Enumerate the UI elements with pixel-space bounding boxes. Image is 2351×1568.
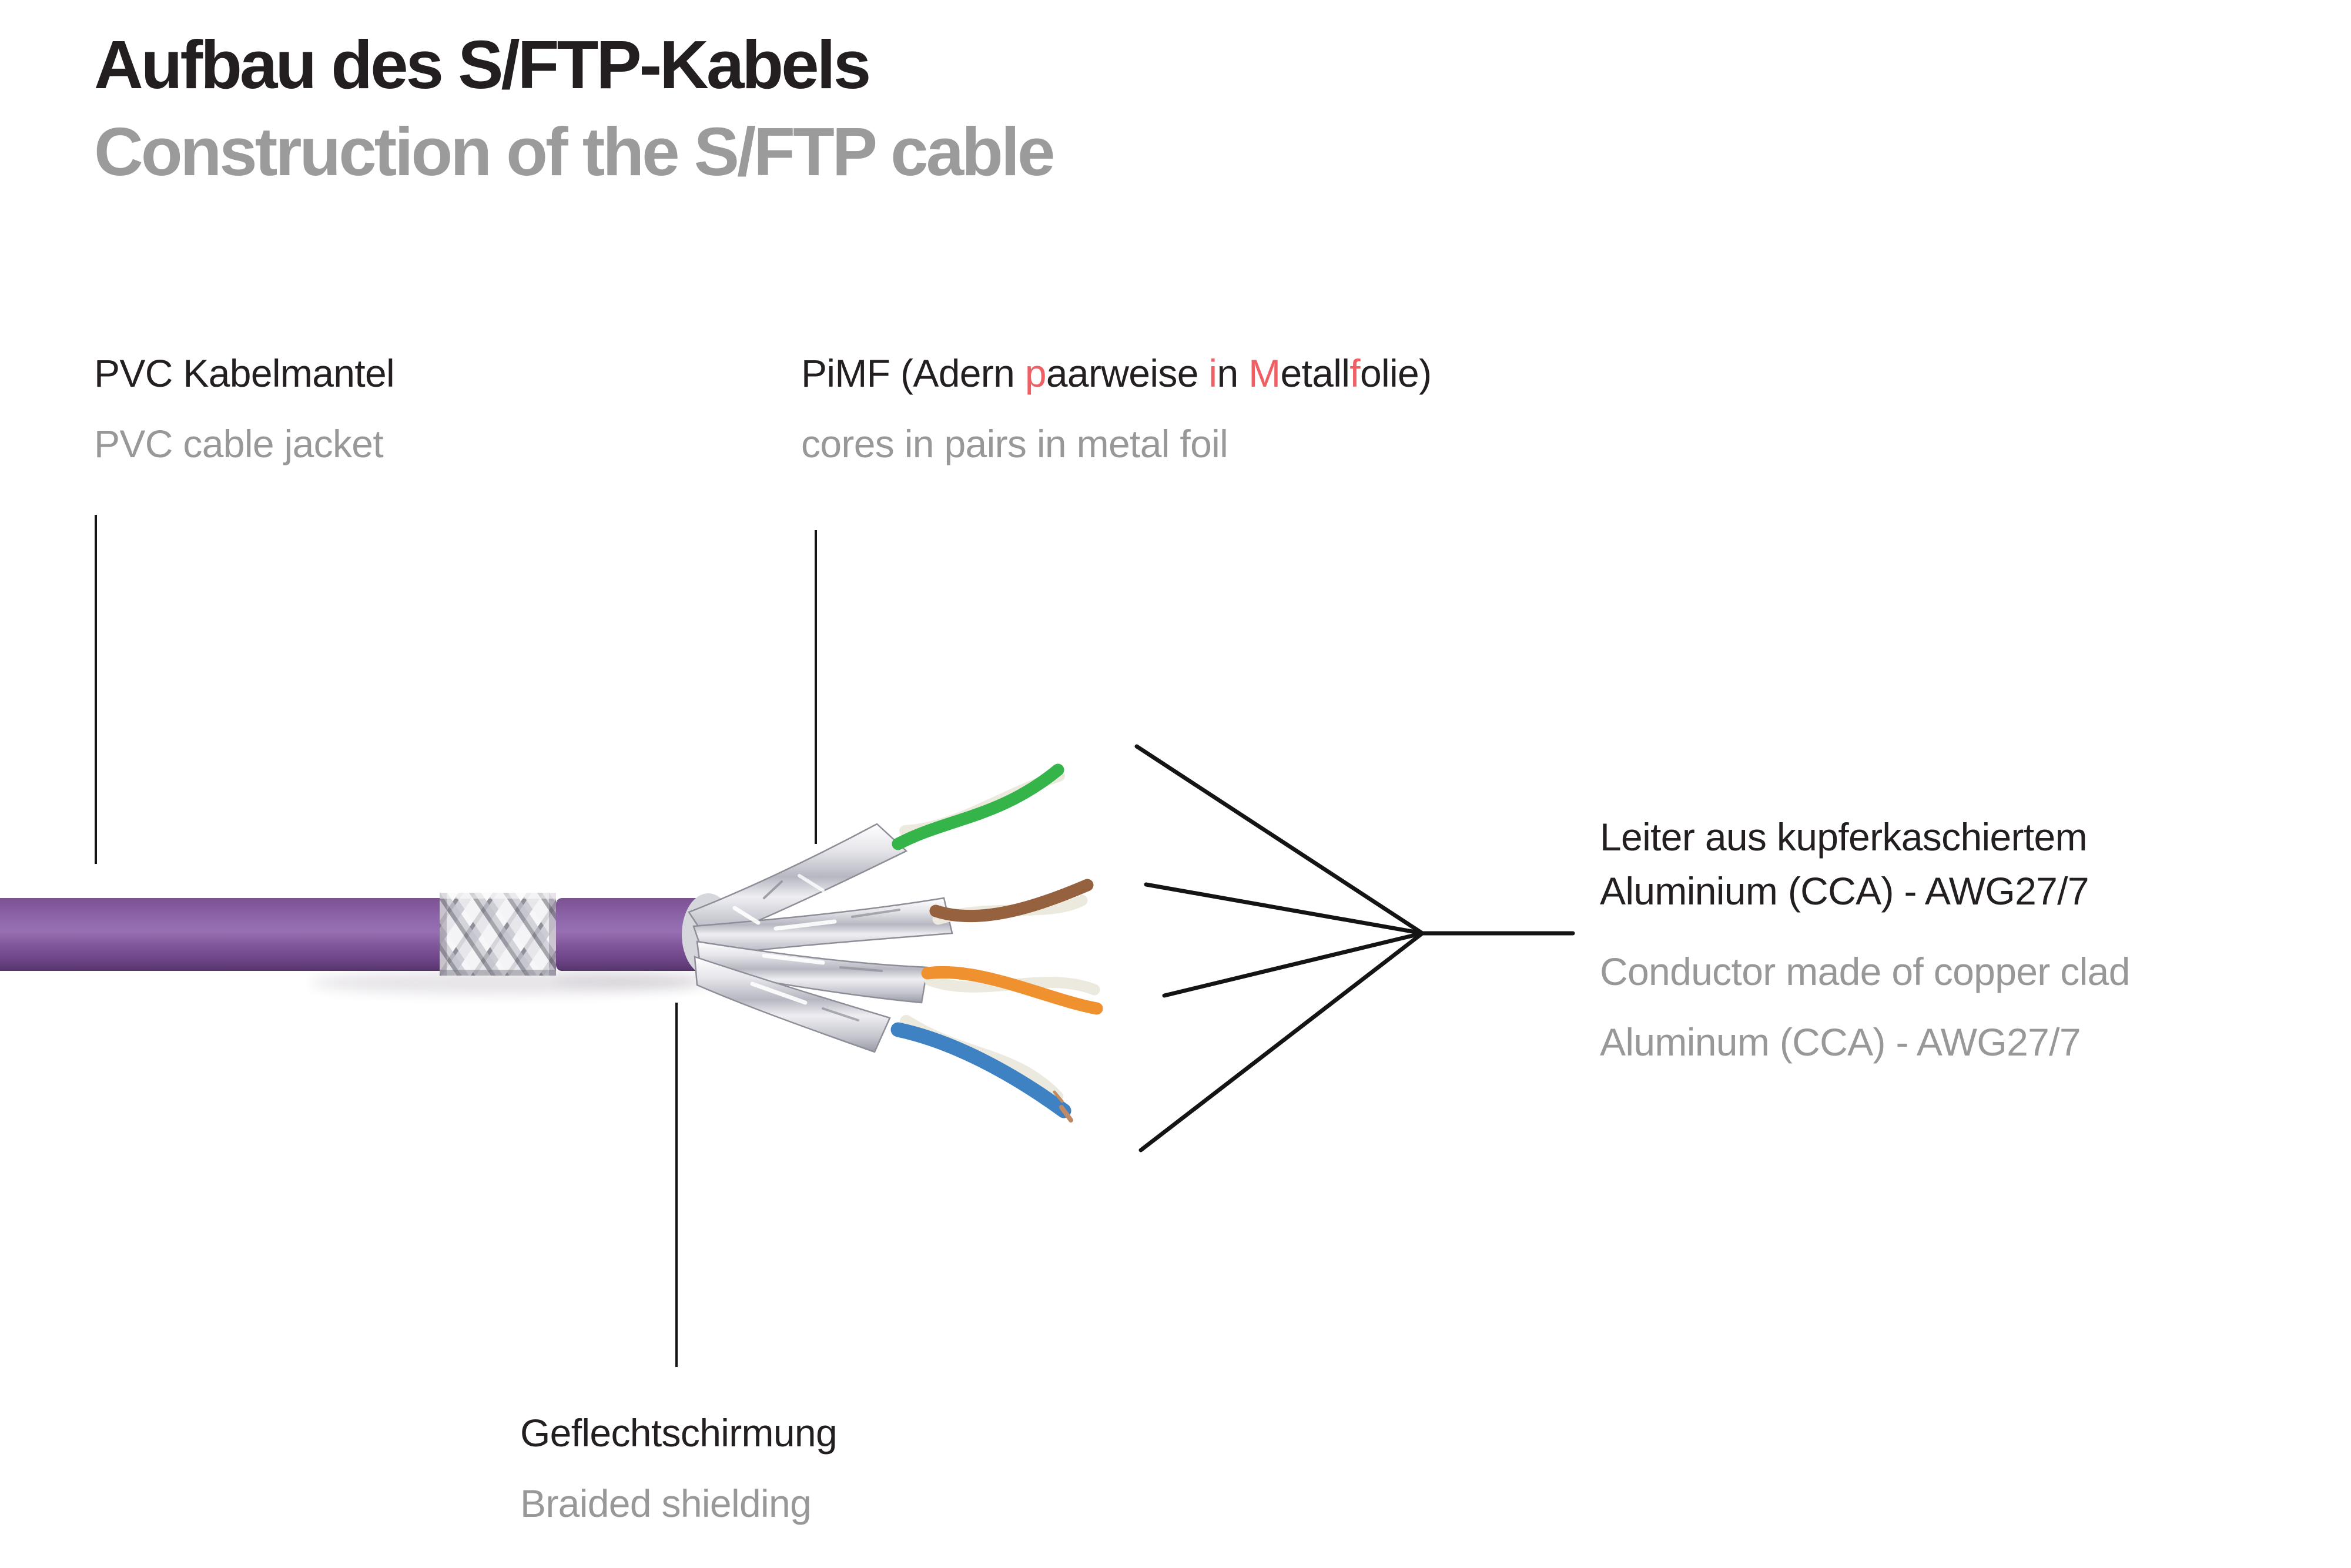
conductor-pointer-lines: [1134, 744, 1575, 1152]
label-braid-en: Braided shielding: [520, 1482, 812, 1525]
pvc-jacket-left: [0, 898, 443, 971]
label-pvc-jacket-en: PVC cable jacket: [94, 422, 384, 465]
pointer-line-brown: [1144, 882, 1425, 936]
brown-pair: [929, 879, 1094, 925]
green-pair: [892, 763, 1065, 850]
label-conductor-de-line1: Leiter aus kupferkaschiertem: [1600, 815, 2088, 859]
label-conductor-en-line2: Aluminum (CCA) - AWG27/7: [1600, 1020, 2081, 1064]
label-conductor-en-line1: Conductor made of copper clad: [1600, 950, 2130, 993]
pointer-line-green: [1134, 744, 1425, 936]
label-pimf-en: cores in pairs in metal foil: [801, 422, 1228, 465]
header: Aufbau des S/FTP-Kabels Construction of …: [94, 21, 1056, 196]
leader-lines: [95, 515, 817, 1367]
page-title: Aufbau des S/FTP-Kabels: [94, 26, 871, 103]
pointer-line-blue: [1138, 931, 1425, 1152]
label-braid: Geflechtschirmung Braided shielding: [520, 1398, 838, 1539]
pointer-line-orange: [1162, 931, 1425, 998]
twisted-pairs: [890, 763, 1103, 1123]
cable-shadow-2: [552, 972, 741, 989]
label-pvc-jacket-de: PVC Kabelmantel: [94, 351, 395, 395]
pvc-jacket-right: [556, 898, 704, 971]
orange-pair: [921, 966, 1103, 1015]
blue-pair: [890, 1015, 1073, 1123]
foil-creases: [732, 874, 900, 1021]
pimf-foil-blue-pair: [694, 956, 891, 1053]
page-subtitle: Construction of the S/FTP cable: [94, 113, 1056, 190]
label-braid-de: Geflechtschirmung: [520, 1411, 838, 1455]
label-pimf: PiMF (Adern paarweise in Metallfolie) co…: [801, 338, 1432, 479]
label-conductor-de-line2: Aluminium (CCA) - AWG27/7: [1600, 869, 2089, 913]
label-conductor: Leiter aus kupferkaschiertem Aluminium (…: [1600, 810, 2130, 1077]
braided-shielding: [440, 893, 556, 976]
label-pimf-de: PiMF (Adern paarweise in Metallfolie): [801, 351, 1432, 395]
label-pvc-jacket: PVC Kabelmantel PVC cable jacket: [94, 338, 395, 479]
